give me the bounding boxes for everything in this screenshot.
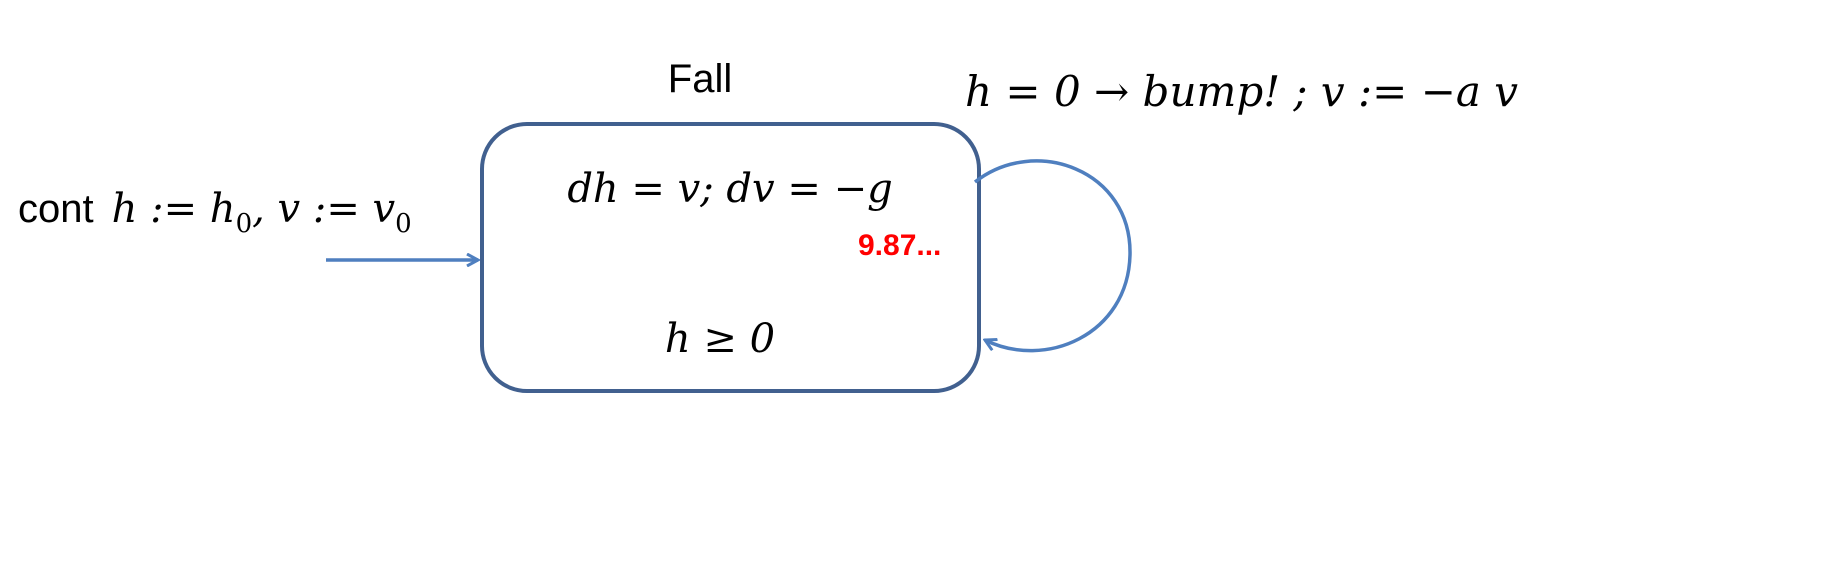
init-sub-v: 0	[395, 209, 412, 239]
transition-label: h = 0 → bump! ; v := −a v	[965, 67, 1518, 116]
init-label: cont h := h0, v := v0	[18, 186, 412, 239]
self-loop-transition[interactable]	[973, 159, 1132, 353]
init-sub-h: 0	[236, 209, 253, 239]
state-name: Fall	[668, 57, 732, 101]
value-annotation: 9.87...	[858, 229, 941, 262]
init-keyword: cont	[18, 187, 94, 231]
init-v: , v := v	[252, 186, 395, 232]
invariant: h ≥ 0	[665, 316, 775, 362]
flow-equations: dh = v; dv = −g	[567, 166, 892, 212]
state-fall[interactable]	[480, 122, 981, 393]
init-h: h := h	[112, 186, 236, 232]
